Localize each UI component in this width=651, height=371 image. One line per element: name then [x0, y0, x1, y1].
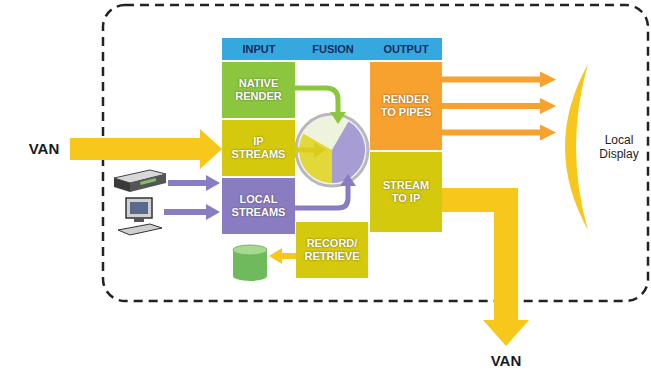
display-label: Local Display	[594, 134, 644, 162]
monitor-stand	[134, 218, 144, 222]
device-router	[114, 170, 166, 192]
arrow-head	[206, 204, 220, 220]
cylinder-base	[233, 271, 267, 281]
flow-arrow	[442, 72, 556, 88]
screen	[130, 202, 148, 214]
fusion-wheel	[296, 114, 368, 186]
input-box: IP STREAMS	[222, 120, 295, 176]
keyboard	[118, 224, 162, 235]
box-label: NATIVE RENDER	[226, 77, 291, 102]
arrow-head	[540, 124, 556, 140]
box-label: RECORD/ RETRIEVE	[300, 237, 364, 262]
box-label: IP STREAMS	[226, 135, 291, 160]
arrow-head	[200, 129, 222, 169]
router-side	[114, 178, 130, 192]
arrow-head	[540, 72, 556, 88]
box-label: RENDER TO PIPES	[374, 93, 438, 118]
box-label: LOCAL STREAMS	[226, 193, 291, 218]
input-box: NATIVE RENDER	[222, 62, 295, 118]
device-arrow	[164, 209, 208, 215]
wheel-ring	[296, 114, 368, 186]
device-computer	[118, 198, 162, 235]
box-label: OUTPUT	[383, 43, 428, 56]
flow-arrow	[442, 200, 529, 346]
arrow-shaft	[70, 138, 201, 160]
column-header: INPUT	[222, 38, 296, 60]
box-label: INPUT	[243, 43, 276, 56]
local-arrow	[295, 184, 348, 208]
output-box: RENDER TO PIPES	[370, 62, 442, 150]
arrow-head	[483, 320, 529, 346]
arrow-head	[330, 112, 346, 124]
network-label: VAN	[480, 348, 532, 371]
arrow-shaft	[442, 77, 541, 83]
device-arrow	[168, 180, 208, 186]
storage-cylinder	[233, 245, 267, 281]
network-label: VAN	[18, 137, 70, 161]
arrow-shaft	[442, 129, 541, 135]
router-led	[140, 178, 156, 185]
box-label: FUSION	[312, 43, 354, 56]
router-front	[130, 174, 166, 192]
storage-box: RECORD/ RETRIEVE	[296, 222, 368, 278]
arrow-shaft	[442, 103, 541, 109]
box-label: VAN	[491, 352, 522, 369]
flow-arrow	[70, 129, 222, 169]
arrow-head	[206, 175, 220, 191]
monitor	[126, 198, 152, 218]
flow-arrow	[442, 98, 556, 114]
ip-arrow	[295, 148, 316, 153]
flow-arrow	[442, 124, 556, 140]
output-box: STREAM TO IP	[370, 152, 442, 232]
arrow-head	[540, 98, 556, 114]
native-arrow	[295, 88, 338, 114]
arrow-head	[269, 248, 282, 264]
record-arrow	[280, 253, 296, 259]
display-node: Local Display	[556, 62, 646, 232]
input-box: LOCAL STREAMS	[222, 178, 295, 234]
arrow-head	[340, 174, 356, 186]
cylinder-top	[233, 245, 267, 255]
fusion-arrows	[295, 88, 356, 208]
display-bracket	[565, 64, 588, 230]
arrow-shaft	[442, 200, 506, 321]
box-label: STREAM TO IP	[374, 179, 438, 204]
column-header: FUSION	[296, 38, 370, 60]
box-label: VAN	[29, 140, 60, 157]
wheel-sector	[332, 121, 365, 183]
column-header: OUTPUT	[370, 38, 442, 60]
arrow-head	[314, 142, 326, 158]
